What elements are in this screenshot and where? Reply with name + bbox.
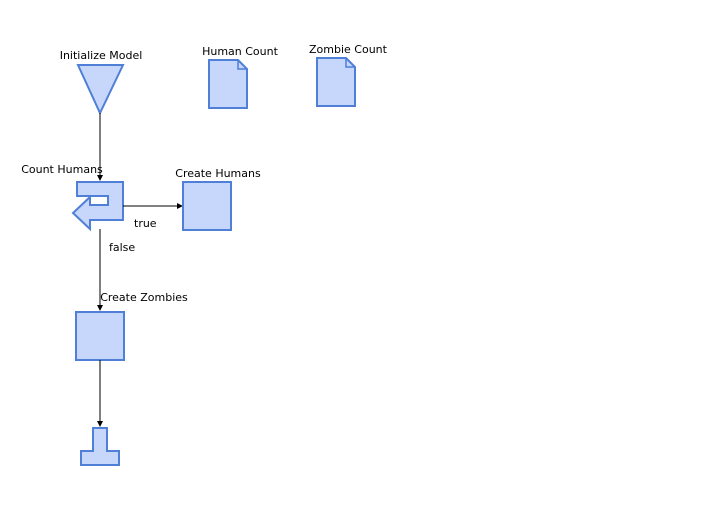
- document-fold-icon: [345, 58, 355, 68]
- node-zombie-count[interactable]: Zombie Count: [309, 43, 388, 107]
- loop-arrow-icon: [71, 181, 124, 232]
- create-humans-label: Create Humans: [175, 167, 261, 180]
- process-square: [75, 311, 125, 361]
- document-icon: [316, 57, 356, 107]
- create-zombies-label: Create Zombies: [100, 291, 188, 304]
- document-fold-icon: [237, 60, 247, 70]
- node-human-count[interactable]: Human Count: [202, 45, 279, 109]
- node-initialize-model[interactable]: Initialize Model: [60, 49, 143, 116]
- initialize-model-label: Initialize Model: [60, 49, 143, 62]
- node-create-humans[interactable]: Create Humans: [175, 167, 261, 231]
- edge-false-label: false: [109, 241, 135, 254]
- document-icon: [208, 59, 248, 109]
- node-end[interactable]: [80, 427, 120, 466]
- zombie-count-label: Zombie Count: [309, 43, 388, 56]
- human-count-label: Human Count: [202, 45, 279, 58]
- process-square: [182, 181, 232, 231]
- node-count-humans[interactable]: Count Humans: [21, 163, 124, 232]
- count-humans-label: Count Humans: [21, 163, 103, 176]
- node-create-zombies[interactable]: Create Zombies: [75, 291, 188, 361]
- end-terminal-icon: [80, 427, 120, 466]
- edge-true-label: true: [134, 217, 157, 230]
- triangle-down-icon: [76, 64, 125, 116]
